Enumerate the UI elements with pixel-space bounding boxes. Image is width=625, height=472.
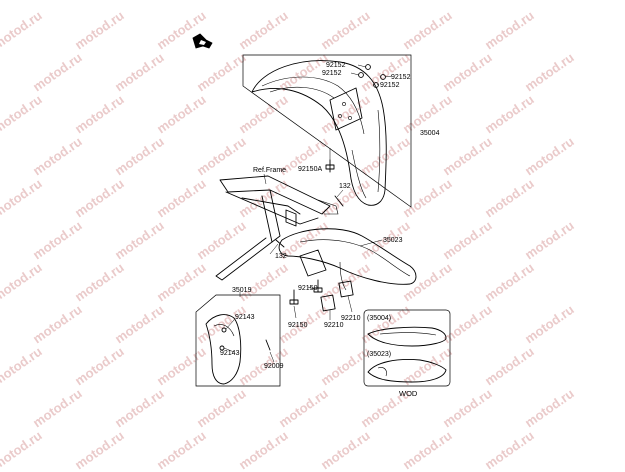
- label-92152-c: 92152: [391, 74, 411, 81]
- label-35004: 35004: [420, 130, 440, 137]
- mud-guard-box: [195, 292, 281, 387]
- label-92150-a: 92150: [298, 285, 318, 292]
- label-92210-b: 92210: [324, 322, 344, 329]
- bolt-92150-group: [289, 279, 323, 319]
- label-92152-a: 92152: [326, 62, 346, 69]
- label-132-b: 132: [275, 253, 287, 260]
- frame-reference: [215, 173, 339, 281]
- label-92152-b: 92152: [322, 70, 342, 77]
- inset-caption-wod: WOD: [399, 389, 418, 398]
- wod-inset-box: [363, 309, 451, 387]
- label-92152-d: 92152: [380, 82, 400, 89]
- label-92150A: 92150A: [298, 166, 322, 173]
- label-35019: 35019: [232, 287, 252, 294]
- label-92143-b: 92143: [220, 350, 240, 357]
- plate-92210-group: [320, 280, 354, 320]
- bolt-92150A: [325, 148, 335, 173]
- label-92143-a: 92143: [235, 314, 255, 321]
- grommet-92152-group: [350, 64, 393, 88]
- inset-label-35023: (35023): [367, 351, 391, 358]
- front-arrow-icon: [192, 33, 213, 49]
- label-35023: 35023: [383, 237, 403, 244]
- label-92009: 92009: [264, 363, 284, 370]
- label-92150-b: 92150: [288, 322, 308, 329]
- front-fender-box: [242, 54, 412, 208]
- label-ref-frame: Ref.Frame: [253, 167, 286, 174]
- label-92210-a: 92210: [341, 315, 361, 322]
- front-fender-35004: [251, 60, 387, 206]
- rear-fender-35023: [278, 228, 417, 291]
- mud-guard-35019: [205, 314, 275, 385]
- callout-labels: 92152 92152 92152 92152 35004 92150A Ref…: [220, 62, 440, 398]
- inset-label-35004: (35004): [367, 315, 391, 322]
- label-132-a: 132: [339, 183, 351, 190]
